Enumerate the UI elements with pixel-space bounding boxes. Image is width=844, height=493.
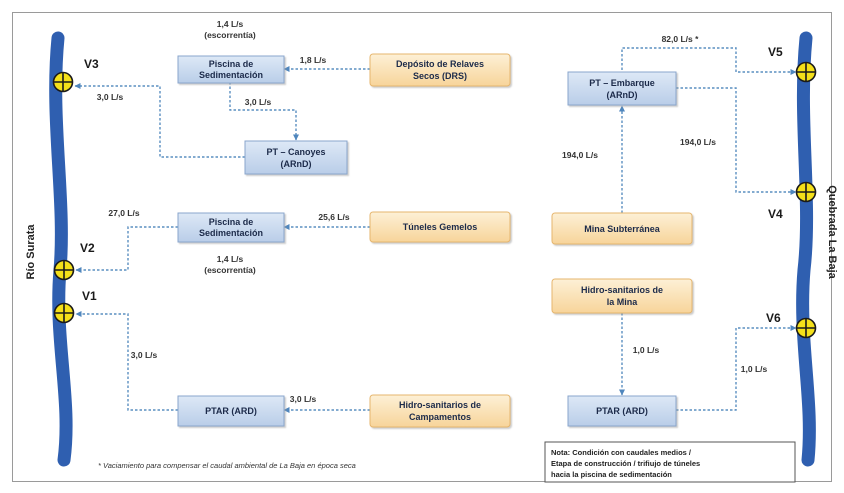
- box-tuneles: Túneles Gemelos: [369, 211, 511, 243]
- box-ptar-left: PTAR (ARD): [177, 395, 285, 427]
- box-pt-canoyes-line2: (ARnD): [281, 159, 312, 169]
- discharge-point-v4: V4: [768, 181, 817, 221]
- box-piscina-mid: Piscina de Sedimentación: [177, 212, 285, 243]
- flow-embarque-to-v5: 82,0 L/s *: [662, 34, 700, 44]
- label-v1: V1: [82, 289, 97, 303]
- flow-hidro-mina-to-ptar: 1,0 L/s: [633, 345, 660, 355]
- flow-labels: 1,4 L/s (escorrentía) 1,8 L/s 3,0 L/s 3,…: [97, 19, 768, 404]
- flow-piscina-to-pt: 3,0 L/s: [245, 97, 272, 107]
- box-hidro-campamentos: Hidro-sanitarios de Campamentos: [369, 394, 511, 428]
- flow-ptar-right-to-v6: 1,0 L/s: [741, 364, 768, 374]
- label-v5: V5: [768, 45, 783, 59]
- flow-hidro-to-ptar-left: 3,0 L/s: [290, 394, 317, 404]
- note-line1: Nota: Condición con caudales medios /: [551, 448, 692, 457]
- flow-pt-to-v3: 3,0 L/s: [97, 92, 124, 102]
- flow-embarque-to-v4: 194,0 L/s: [680, 137, 716, 147]
- label-v6: V6: [766, 311, 781, 325]
- discharge-point-v3: V3: [52, 57, 99, 93]
- connectors: [74, 47, 797, 413]
- discharge-point-v1: V1: [53, 289, 97, 324]
- box-ptar-left-label: PTAR (ARD): [205, 406, 257, 416]
- note-line3: hacia la piscina de sedimentación: [551, 470, 672, 479]
- flow-escorrentia-top-label: (escorrentía): [204, 30, 256, 40]
- box-hidro-campamentos-line1: Hidro-sanitarios de: [399, 400, 481, 410]
- flow-escorrentia-top-value: 1,4 L/s: [217, 19, 244, 29]
- note-line2: Etapa de construcción / trifiujo de túne…: [551, 459, 700, 468]
- box-pt-embarque: PT – Embarque (ARnD): [567, 71, 677, 106]
- footnote: * Vaciamiento para compensar el caudal a…: [98, 461, 356, 470]
- flow-mina-to-embarque: 194,0 L/s: [562, 150, 598, 160]
- river-left: [49, 31, 73, 467]
- box-piscina-top-line2: Sedimentación: [199, 70, 263, 80]
- box-ptar-right-label: PTAR (ARD): [596, 406, 648, 416]
- river-right-label: Quebrada La Baja: [826, 185, 838, 279]
- box-pt-canoyes: PT – Canoyes (ARnD): [244, 140, 348, 175]
- flow-escorrentia-mid-label: (escorrentía): [204, 265, 256, 275]
- box-piscina-top-line1: Piscina de: [209, 59, 254, 69]
- box-mina: Mina Subterránea: [551, 212, 693, 245]
- discharge-point-v2: V2: [53, 241, 95, 281]
- box-mina-label: Mina Subterránea: [584, 224, 661, 234]
- box-depositos-line2: Secos (DRS): [413, 71, 467, 81]
- label-v4: V4: [768, 207, 783, 221]
- box-piscina-mid-line2: Sedimentación: [199, 228, 263, 238]
- label-v3: V3: [84, 57, 99, 71]
- box-piscina-mid-line1: Piscina de: [209, 217, 254, 227]
- flow-tuneles-to-piscina: 25,6 L/s: [318, 212, 349, 222]
- river-right: [796, 31, 816, 467]
- box-depositos-line1: Depósito de Relaves: [396, 59, 484, 69]
- box-hidro-mina-line2: la Mina: [607, 297, 639, 307]
- box-tuneles-label: Túneles Gemelos: [403, 222, 478, 232]
- note-box: Nota: Condición con caudales medios / Et…: [544, 441, 796, 483]
- box-pt-embarque-line2: (ARnD): [607, 90, 638, 100]
- box-hidro-mina: Hidro-sanitarios de la Mina: [551, 278, 693, 314]
- discharge-point-v5: V5: [768, 45, 817, 83]
- label-v2: V2: [80, 241, 95, 255]
- discharge-point-v6: V6: [766, 311, 817, 339]
- box-hidro-mina-line1: Hidro-sanitarios de: [581, 285, 663, 295]
- box-pt-embarque-line1: PT – Embarque: [589, 78, 655, 88]
- flow-escorrentia-mid-value: 1,4 L/s: [217, 254, 244, 264]
- box-hidro-campamentos-line2: Campamentos: [409, 412, 471, 422]
- flow-piscina-mid-to-v2: 27,0 L/s: [108, 208, 139, 218]
- flow-ptar-to-v1: 3,0 L/s: [131, 350, 158, 360]
- flow-drs-to-piscina: 1,8 L/s: [300, 55, 327, 65]
- box-depositos: Depósito de Relaves Secos (DRS): [369, 53, 511, 87]
- box-ptar-right: PTAR (ARD): [567, 395, 677, 427]
- box-piscina-top: Piscina de Sedimentación: [177, 55, 285, 84]
- river-left-label: Río Surata: [25, 224, 37, 280]
- box-pt-canoyes-line1: PT – Canoyes: [266, 147, 325, 157]
